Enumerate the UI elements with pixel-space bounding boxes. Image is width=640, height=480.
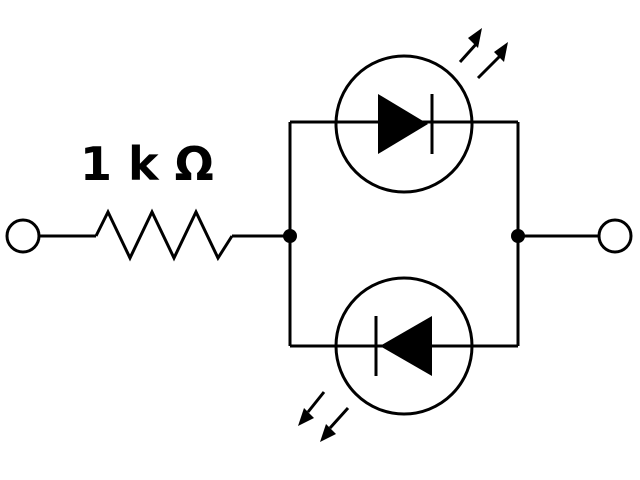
arrow-icon [306, 391, 326, 413]
junction-dot-left [283, 229, 297, 243]
resistor-label: 1 k Ω [80, 137, 214, 191]
terminal-right [597, 218, 633, 254]
arrow-head-icon [494, 42, 508, 62]
resistor-symbol [94, 208, 234, 262]
arrow-head-icon [320, 424, 336, 442]
terminal-left [5, 218, 41, 254]
led-bottom [290, 276, 518, 442]
arrow-head-icon [298, 408, 314, 426]
led-bottom-housing [334, 276, 474, 416]
led-top-housing [334, 54, 474, 194]
led-bottom-emission-arrows [298, 391, 350, 442]
arrow-head-icon [468, 28, 482, 48]
arrow-icon [476, 54, 502, 80]
led-top-emission-arrows [458, 28, 508, 80]
led-top [290, 28, 518, 194]
arrow-icon [328, 406, 350, 430]
led-bottom-triangle [380, 316, 432, 376]
arrow-icon [458, 40, 480, 64]
led-top-triangle [378, 94, 428, 154]
